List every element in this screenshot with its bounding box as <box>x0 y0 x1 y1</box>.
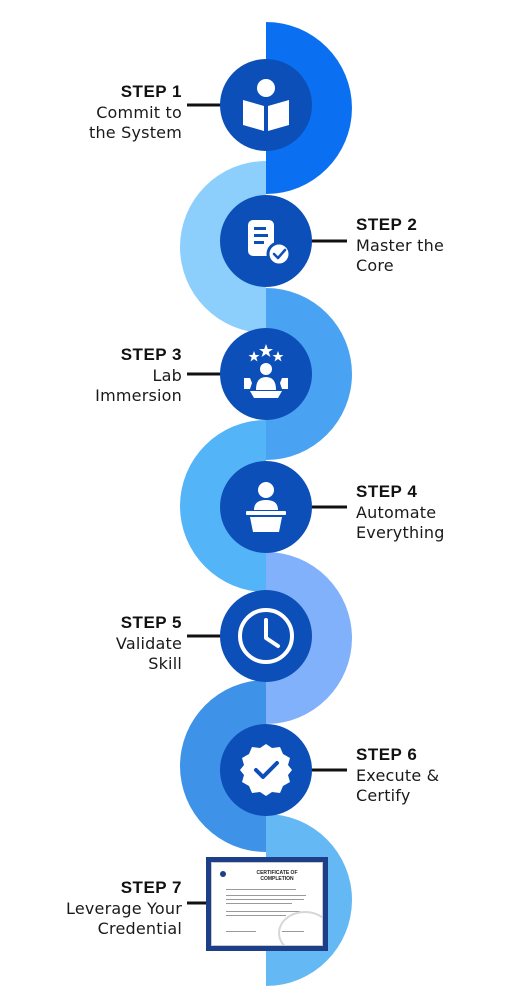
step-7-label: STEP 7 Leverage Your Credential <box>0 877 182 939</box>
step-1-text: Commit to the System <box>88 103 182 142</box>
step-5-number: STEP 5 <box>120 613 182 632</box>
step-6-label: STEP 6 Execute & Certify <box>356 744 512 806</box>
step-2-text: Master the Core <box>356 236 444 275</box>
step-1-number: STEP 1 <box>120 82 182 101</box>
step-2-number: STEP 2 <box>356 215 418 234</box>
step-4-number: STEP 4 <box>356 482 418 501</box>
step-circle-1 <box>220 59 312 151</box>
step-4-text: Automate Everything <box>356 503 445 542</box>
clock-icon <box>238 608 294 664</box>
step-6-number: STEP 6 <box>356 745 418 764</box>
step-3-label: STEP 3 Lab Immersion <box>0 344 182 406</box>
step-1-label: STEP 1 Commit to the System <box>0 81 182 143</box>
reader-book-icon <box>243 79 289 131</box>
step-5-text: Validate Skill <box>115 634 182 673</box>
badge-check-icon <box>240 744 292 796</box>
certificate-logo <box>220 871 226 877</box>
step-7-text: Leverage Your Credential <box>65 899 182 938</box>
certificate-heading: CERTIFICATE OF COMPLETION <box>256 870 298 882</box>
person-stars-gear-icon <box>244 344 288 398</box>
certificate-sheet: CERTIFICATE OF COMPLETION <box>211 862 323 946</box>
step-7-number: STEP 7 <box>120 878 182 897</box>
document-check-icon <box>248 220 292 267</box>
step-3-number: STEP 3 <box>120 345 182 364</box>
step-3-text: Lab Immersion <box>95 366 182 405</box>
step-5-label: STEP 5 Validate Skill <box>0 612 182 674</box>
step-2-label: STEP 2 Master the Core <box>356 214 512 276</box>
presenter-podium-icon <box>246 482 286 532</box>
step-4-label: STEP 4 Automate Everything <box>356 481 512 543</box>
certificate-icon: CERTIFICATE OF COMPLETION <box>206 857 328 951</box>
step-6-text: Execute & Certify <box>356 766 440 805</box>
